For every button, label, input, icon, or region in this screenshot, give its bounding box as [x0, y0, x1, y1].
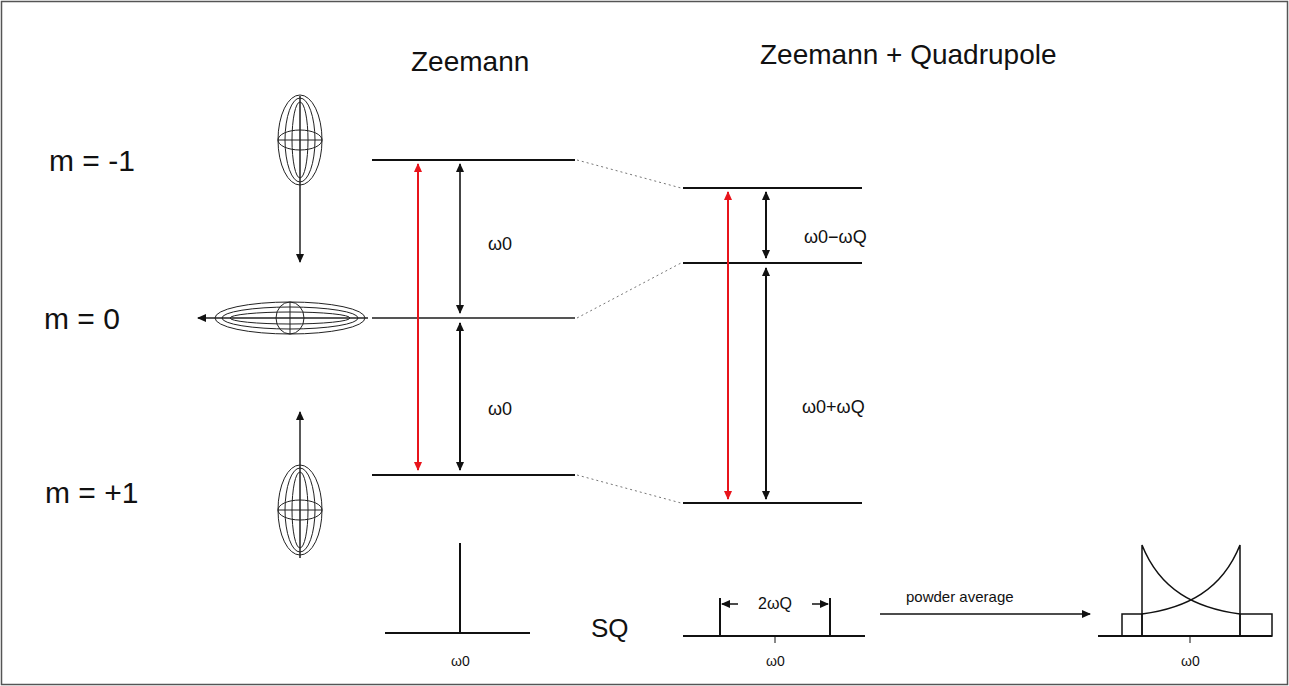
correlation-lines	[577, 160, 681, 503]
column-heading: Zeemann	[411, 47, 529, 78]
orbital-icon	[198, 302, 368, 334]
axis-label: ω0	[1181, 654, 1200, 669]
process-label: powder average	[906, 589, 1014, 606]
level-label: m = 0	[44, 302, 120, 335]
spectrum-label: SQ	[591, 614, 629, 643]
frequency-label: ω0−ωQ	[804, 228, 867, 248]
zeeman-spectrum	[385, 543, 530, 633]
axis-label: ω0	[766, 654, 785, 669]
splitting-label: 2ωQ	[756, 595, 794, 613]
column-heading: Zeemann + Quadrupole	[760, 40, 1057, 71]
powder-pattern	[1098, 545, 1272, 643]
zeeman-levels	[372, 160, 575, 475]
transition-arrows	[418, 164, 766, 499]
level-label: m = +1	[45, 476, 138, 509]
process-arrow	[880, 613, 1090, 615]
orbital-icon	[278, 412, 322, 558]
frequency-label: ω0	[488, 235, 512, 255]
frequency-label: ω0+ωQ	[802, 398, 865, 418]
axis-label: ω0	[451, 654, 470, 669]
level-label: m = -1	[49, 144, 135, 177]
frequency-label: ω0	[488, 400, 512, 420]
orbital-icon	[278, 95, 322, 262]
